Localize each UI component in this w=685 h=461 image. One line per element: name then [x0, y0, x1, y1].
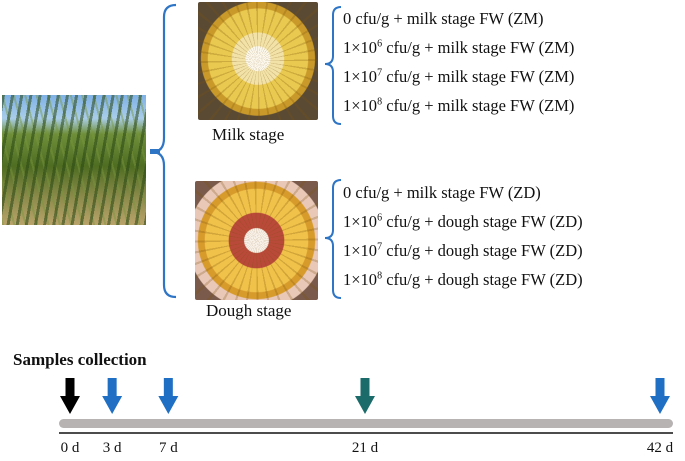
treatment-dose: 1×10	[343, 212, 378, 231]
milk-stage-corn-photo	[198, 2, 318, 120]
treatment-line: 1×108 cfu/g + milk stage FW (ZM)	[343, 96, 574, 116]
sampling-arrow	[355, 378, 375, 414]
treatment-dose: 1×10	[343, 270, 378, 289]
treatment-line: 1×107 cfu/g + milk stage FW (ZM)	[343, 67, 574, 87]
treatment-exponent: 6	[377, 38, 383, 50]
treatment-exponent: 7	[377, 241, 383, 253]
treatment-dose: 1×10	[343, 67, 378, 86]
treatment-exponent: 6	[377, 212, 383, 224]
dough-brace	[324, 179, 342, 299]
treatment-description: cfu/g + milk stage FW (ZD)	[351, 183, 541, 202]
timeline-bar	[59, 419, 673, 428]
main-brace-tip	[150, 149, 160, 154]
sampling-arrow	[650, 378, 670, 414]
corn-field-photo	[2, 95, 146, 225]
treatment-dose: 0	[343, 183, 352, 202]
treatment-dose: 0	[343, 9, 352, 28]
dough-stage-corn-photo	[195, 181, 318, 300]
sampling-arrow	[102, 378, 123, 414]
samples-collection-title: Samples collection	[13, 350, 147, 369]
treatment-description: cfu/g + milk stage FW (ZM)	[351, 9, 544, 28]
treatment-exponent: 8	[377, 270, 383, 282]
treatment-line: 0 cfu/g + milk stage FW (ZM)	[343, 9, 544, 29]
treatment-description: cfu/g + milk stage FW (ZM)	[382, 38, 575, 57]
treatment-dose: 1×10	[343, 96, 378, 115]
treatment-description: cfu/g + milk stage FW (ZM)	[382, 67, 575, 86]
treatment-line: 0 cfu/g + milk stage FW (ZD)	[343, 183, 541, 203]
day-tick-label: 7 d	[158, 440, 178, 456]
treatment-description: cfu/g + milk stage FW (ZM)	[382, 96, 575, 115]
treatment-dose: 1×10	[343, 241, 378, 260]
day-tick-label: 3 d	[102, 440, 122, 456]
treatment-line: 1×106 cfu/g + milk stage FW (ZM)	[343, 38, 574, 58]
treatment-exponent: 7	[377, 67, 383, 79]
sampling-arrow	[158, 378, 179, 414]
treatment-description: cfu/g + dough stage FW (ZD)	[382, 212, 583, 231]
sampling-arrow	[60, 378, 80, 414]
day-tick-label: 21 d	[351, 440, 379, 456]
treatment-description: cfu/g + dough stage FW (ZD)	[382, 241, 583, 260]
treatment-dose: 1×10	[343, 38, 378, 57]
treatment-line: 1×107 cfu/g + dough stage FW (ZD)	[343, 241, 583, 261]
milk-brace	[324, 6, 342, 125]
dough-stage-caption: Dough stage	[206, 301, 292, 320]
treatment-description: cfu/g + dough stage FW (ZD)	[382, 270, 583, 289]
milk-stage-caption: Milk stage	[212, 125, 285, 144]
treatment-line: 1×108 cfu/g + dough stage FW (ZD)	[343, 270, 583, 290]
treatment-line: 1×106 cfu/g + dough stage FW (ZD)	[343, 212, 583, 232]
day-tick-label: 42 d	[646, 440, 674, 456]
treatment-exponent: 8	[377, 96, 383, 108]
day-tick-label: 0 d	[60, 440, 80, 456]
